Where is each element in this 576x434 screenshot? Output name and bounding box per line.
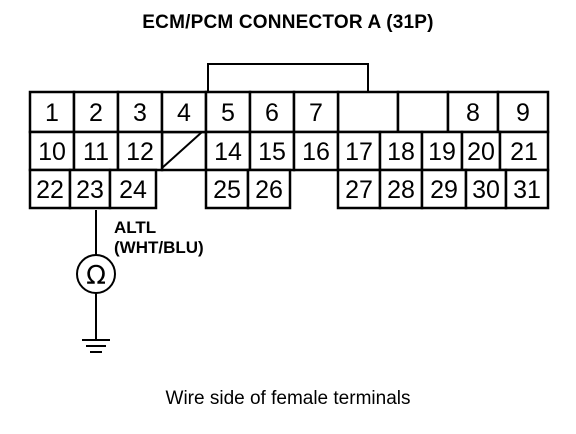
- terminal-number: 20: [467, 138, 495, 166]
- terminal-5: 5: [204, 90, 252, 134]
- terminal-number: 28: [387, 176, 415, 204]
- terminal-number: 12: [126, 138, 154, 166]
- terminal-number: 21: [510, 138, 538, 166]
- connector-frame-section: [336, 90, 400, 134]
- terminal-cell: [292, 130, 340, 172]
- connector-lock-tab: [207, 63, 369, 92]
- terminal-cell: [246, 168, 292, 210]
- terminal-number: 18: [387, 138, 415, 166]
- terminal-number: 6: [265, 99, 279, 127]
- ground-icon: [82, 339, 110, 353]
- terminal-number: 25: [213, 176, 241, 204]
- terminal-number: 24: [119, 176, 147, 204]
- terminal-9: 9: [496, 90, 550, 134]
- terminal-29: 29: [420, 168, 468, 210]
- terminal-cell: [72, 130, 120, 172]
- terminal-cell: [504, 168, 550, 210]
- terminal-number: 29: [430, 176, 458, 204]
- terminal-number: 7: [309, 99, 323, 127]
- altl-callout: ALTL (WHT/BLU): [114, 218, 204, 258]
- terminal-26: 26: [246, 168, 292, 210]
- terminal-number: 11: [83, 138, 109, 166]
- terminal-number: 9: [516, 99, 530, 127]
- terminal-cell: [108, 168, 158, 210]
- terminal-27: 27: [336, 168, 382, 210]
- terminal-cell: [378, 168, 424, 210]
- terminal-cell: [248, 90, 296, 134]
- terminal-2: 2: [72, 90, 120, 134]
- terminal-number: 5: [221, 99, 235, 127]
- terminal-number: 10: [38, 138, 66, 166]
- terminal-23: 23: [68, 168, 112, 210]
- terminal-12: 12: [116, 130, 164, 172]
- terminal-22: 22: [28, 168, 72, 210]
- terminal-cell: [248, 130, 296, 172]
- terminal-18: 18: [378, 130, 424, 172]
- terminal-number: 26: [255, 176, 283, 204]
- altl-wire-color: (WHT/BLU): [114, 238, 204, 257]
- terminal-cell: [420, 130, 464, 172]
- terminal-1: 1: [28, 90, 76, 134]
- terminal-cell: [204, 168, 250, 210]
- terminal-7: 7: [292, 90, 340, 134]
- terminal-number: 17: [345, 138, 373, 166]
- terminal-4: 4: [160, 90, 208, 134]
- terminal-cell: [464, 168, 508, 210]
- terminal-number: 8: [466, 99, 480, 127]
- terminal-number: 31: [513, 176, 541, 204]
- connector-frame-section: [396, 90, 450, 134]
- terminal-cell: [292, 90, 340, 134]
- terminal-number: 15: [258, 138, 286, 166]
- terminal-24: 24: [108, 168, 158, 210]
- ohmmeter-symbol: Ω: [86, 261, 106, 291]
- terminal-cell: [496, 90, 550, 134]
- terminal-19: 19: [420, 130, 464, 172]
- terminal-20: 20: [460, 130, 502, 172]
- terminal-number: 19: [428, 138, 456, 166]
- terminal-14: 14: [204, 130, 252, 172]
- terminal-number: 30: [472, 176, 500, 204]
- terminal-17: 17: [336, 130, 382, 172]
- terminal-number: 4: [177, 99, 191, 127]
- terminal-21: 21: [498, 130, 550, 172]
- terminal-28: 28: [378, 168, 424, 210]
- terminal-11: 11: [72, 130, 120, 172]
- terminal-number: 22: [36, 176, 64, 204]
- terminal-number: 14: [214, 138, 242, 166]
- blank-terminal-slash: [161, 131, 203, 169]
- terminal-25: 25: [204, 168, 250, 210]
- terminal-15: 15: [248, 130, 296, 172]
- terminal-31: 31: [504, 168, 550, 210]
- terminal-number: 23: [76, 176, 104, 204]
- terminal-number: 2: [89, 99, 103, 127]
- terminal-10: 10: [28, 130, 76, 172]
- terminal-number: 3: [133, 99, 147, 127]
- terminal-cell: [420, 168, 468, 210]
- terminal-6: 6: [248, 90, 296, 134]
- terminal-cell: [204, 130, 252, 172]
- terminal-number: 16: [302, 138, 330, 166]
- diagram-title: ECM/PCM CONNECTOR A (31P): [142, 12, 434, 33]
- terminal-number: 27: [345, 176, 373, 204]
- terminal-30: 30: [464, 168, 508, 210]
- diagram-caption: Wire side of female terminals: [165, 388, 411, 409]
- terminal-8: 8: [446, 90, 500, 134]
- terminal-number: 1: [45, 99, 59, 127]
- terminal-3: 3: [116, 90, 164, 134]
- altl-label: ALTL: [114, 218, 157, 237]
- terminal-16: 16: [292, 130, 340, 172]
- connector-frame-section: [160, 130, 208, 172]
